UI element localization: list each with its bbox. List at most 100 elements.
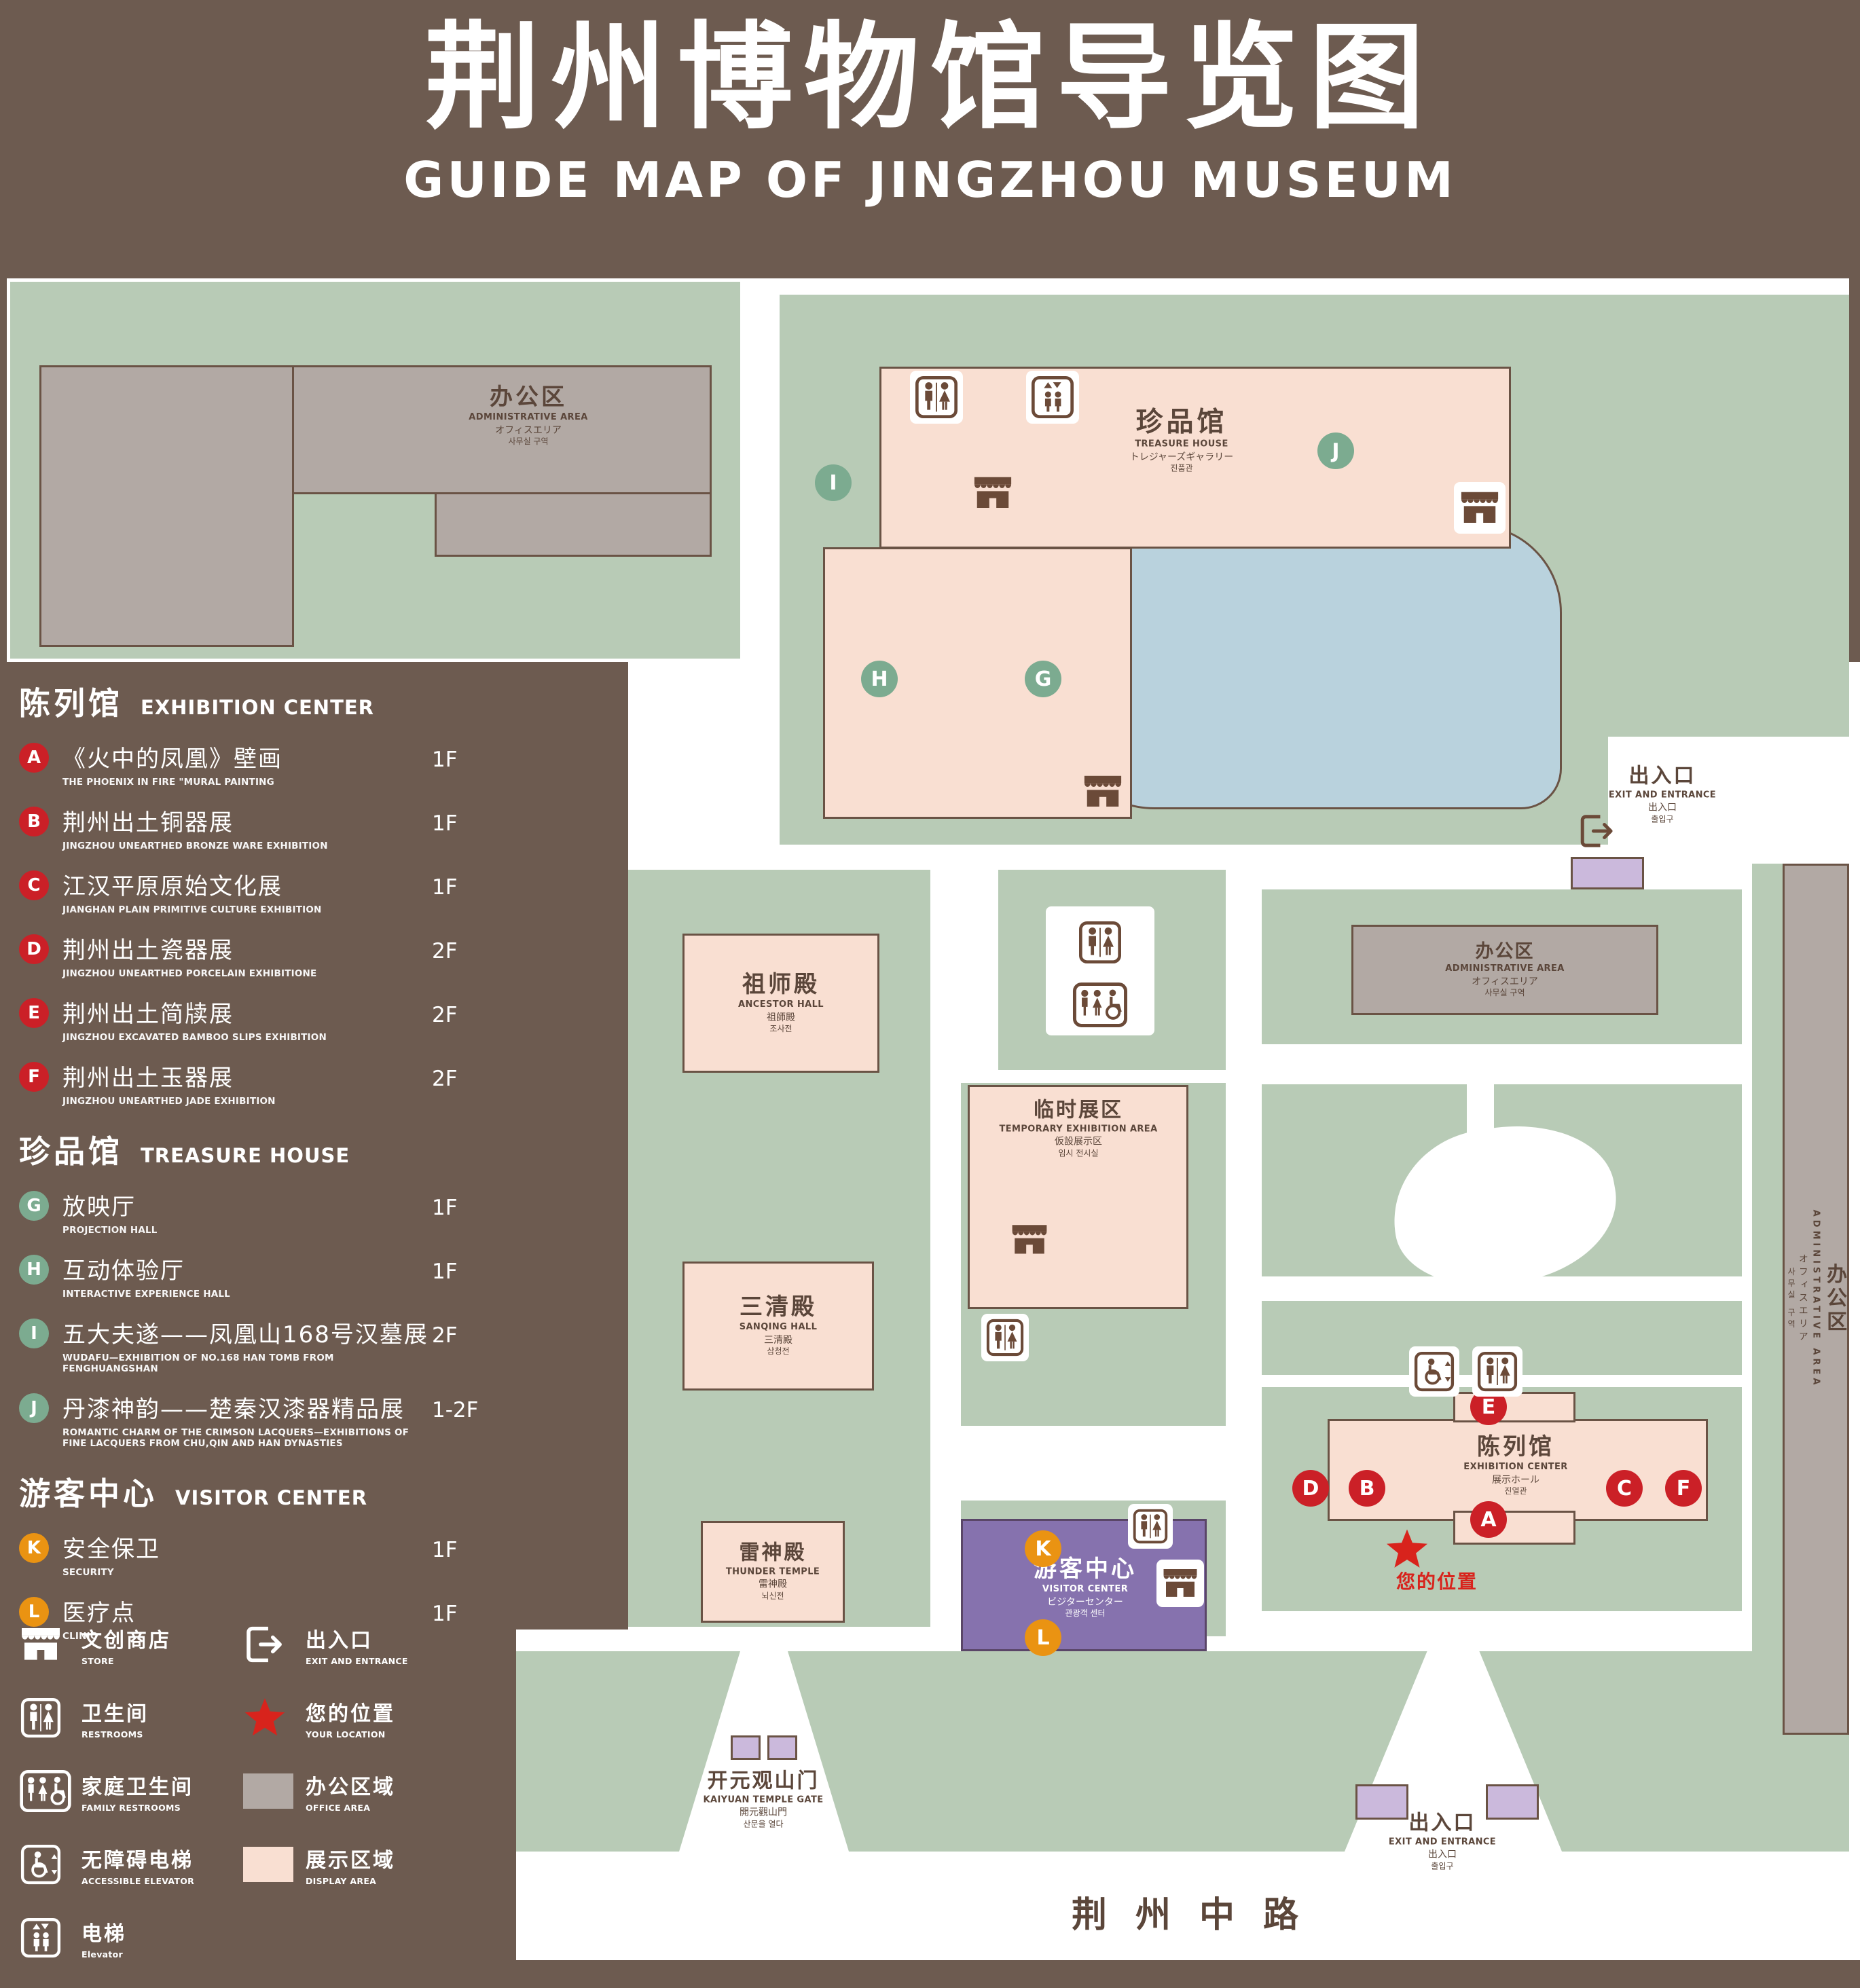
sidebar-item-floor: 2F bbox=[432, 939, 458, 963]
sidebar-item-floor: 2F bbox=[432, 1003, 458, 1027]
map-marker-F: F bbox=[1665, 1470, 1702, 1507]
sidebar-item-floor: 1F bbox=[432, 1259, 458, 1284]
sidebar-item-title: 互动体验厅 bbox=[62, 1257, 185, 1285]
admin-north-label-line: 办公区 bbox=[489, 384, 567, 411]
legend-item-title: 无障碍电梯 bbox=[81, 1848, 194, 1873]
treasure-house-label-line: 진품관 bbox=[1170, 463, 1193, 473]
legend-item-subtitle: STORE bbox=[81, 1655, 114, 1666]
entrance-block-south-east bbox=[1486, 1784, 1539, 1820]
office-swatch bbox=[243, 1773, 293, 1809]
legend-item-subtitle: FAMILY RESTROOMS bbox=[81, 1802, 181, 1813]
section-title-zh: 游客中心 bbox=[19, 1475, 158, 1512]
gate-label-line: 산문을 열다 bbox=[743, 1818, 784, 1828]
map-marker-L: L bbox=[1025, 1619, 1061, 1656]
section-title-zh: 陈列馆 bbox=[19, 685, 123, 722]
exit-south-label-line: 출입구 bbox=[1431, 1860, 1454, 1871]
exit-east-label-line: 출입구 bbox=[1651, 813, 1674, 824]
exhibition-center-label-line: EXHIBITION CENTER bbox=[1463, 1462, 1568, 1473]
ancestor-hall-label-line: 조사전 bbox=[769, 1024, 792, 1034]
store-icon bbox=[1156, 1560, 1204, 1607]
exit-south-label-line: EXIT AND ENTRANCE bbox=[1388, 1836, 1497, 1847]
exit-east-path bbox=[1608, 737, 1849, 862]
map-marker-A: A bbox=[1470, 1501, 1507, 1538]
legend-item-family-restroom: 家庭卫生间 FAMILY RESTROOMS bbox=[19, 1754, 243, 1828]
map-marker-C: C bbox=[1606, 1470, 1643, 1507]
thunder-temple-label-line: 뇌신전 bbox=[761, 1590, 784, 1600]
temporary-exhibition-hall bbox=[968, 1085, 1188, 1309]
sidebar-item-floor: 1F bbox=[432, 811, 458, 836]
map-marker-K: K bbox=[1025, 1530, 1061, 1567]
sidebar-item-subtitle: SECURITY bbox=[62, 1567, 114, 1578]
legend-item-text: 家庭卫生间 FAMILY RESTROOMS bbox=[81, 1770, 194, 1813]
admin-building-south-ext bbox=[435, 492, 712, 557]
sidebar-item-subtitle: ROMANTIC CHARM OF THE CRIMSON LACQUERS—E… bbox=[62, 1427, 409, 1449]
treasure-house-main bbox=[879, 367, 1511, 549]
legend-item-subtitle: DISPLAY AREA bbox=[306, 1875, 377, 1886]
legend-item-title: 展示区域 bbox=[306, 1848, 395, 1873]
sanqing-hall-label-line: 三清殿 bbox=[739, 1293, 817, 1321]
gate-label-line: KAIYUAN TEMPLE GATE bbox=[703, 1794, 824, 1805]
treasure-house-label-line: TREASURE HOUSE bbox=[1135, 439, 1228, 449]
sidebar-item-title: 荆州出土玉器展 bbox=[62, 1065, 234, 1092]
ancestor-hall-label-line: 祖师殿 bbox=[742, 971, 820, 999]
temporary-exhibition-label-line: TEMPORARY EXHIBITION AREA bbox=[999, 1123, 1158, 1134]
admin-east-strip-label-line: 办公区 bbox=[1823, 1263, 1847, 1335]
map-marker-B: B bbox=[1349, 1470, 1385, 1507]
exit-east-label-line: 出入口 bbox=[1647, 802, 1677, 813]
restroom-icon bbox=[1472, 1346, 1522, 1397]
entrance-block-gate-west bbox=[731, 1735, 761, 1760]
map-marker-I: I bbox=[815, 464, 852, 501]
legend-item-title: 家庭卫生间 bbox=[81, 1775, 194, 1799]
sidebar-item-floor: 1F bbox=[432, 875, 458, 900]
admin-east-label-line: 사무실 구역 bbox=[1484, 988, 1525, 998]
treasure-house-label-line: 珍品馆 bbox=[1135, 406, 1228, 438]
ancestor-hall-label-line: 祖師殿 bbox=[766, 1012, 795, 1024]
sidebar-item-floor: 1F bbox=[432, 1538, 458, 1562]
visitor-center-label-line: 관광객 센터 bbox=[1065, 1608, 1106, 1619]
section-title-en: VISITOR CENTER bbox=[175, 1486, 368, 1509]
sidebar-item-subtitle: INTERACTIVE EXPERIENCE HALL bbox=[62, 1289, 230, 1300]
pond bbox=[1059, 524, 1562, 809]
legend-marker-D: D bbox=[19, 934, 49, 964]
restroom-panel bbox=[1046, 906, 1154, 1035]
visitor-center-label-line: ビジターセンター bbox=[1047, 1597, 1123, 1608]
map-marker-D: D bbox=[1292, 1470, 1329, 1507]
thunder-temple-label-line: 雷神殿 bbox=[739, 1541, 807, 1565]
legend-item-subtitle: EXIT AND ENTRANCE bbox=[306, 1655, 408, 1666]
store-icon bbox=[19, 1624, 81, 1665]
sidebar-item-floor: 1F bbox=[432, 748, 458, 772]
admin-building-west-wing bbox=[39, 365, 294, 647]
gate-label-line: 開元觀山門 bbox=[739, 1807, 787, 1818]
exit-icon bbox=[1578, 811, 1617, 851]
your-location-label: 您的位置 bbox=[1396, 1570, 1478, 1593]
road-label-line: 荆州中路 bbox=[1071, 1895, 1328, 1936]
legend-item-display-swatch: 展示区域 DISPLAY AREA bbox=[243, 1828, 522, 1901]
map-marker-G: G bbox=[1025, 661, 1061, 697]
road-label: 荆州中路 bbox=[1043, 1895, 1328, 1936]
exit-south-label-line: 出入口 bbox=[1408, 1811, 1476, 1835]
sidebar-item-subtitle: JINGZHOU UNEARTHED JADE EXHIBITION bbox=[62, 1096, 276, 1107]
entrance-block-gate-east bbox=[767, 1735, 797, 1760]
section-header-visitor-center: 游客中心 VISITOR CENTER bbox=[19, 1469, 500, 1514]
display-swatch-icon bbox=[243, 1847, 306, 1882]
admin-east-strip-label-line: オフィスエリア bbox=[1797, 1253, 1808, 1344]
